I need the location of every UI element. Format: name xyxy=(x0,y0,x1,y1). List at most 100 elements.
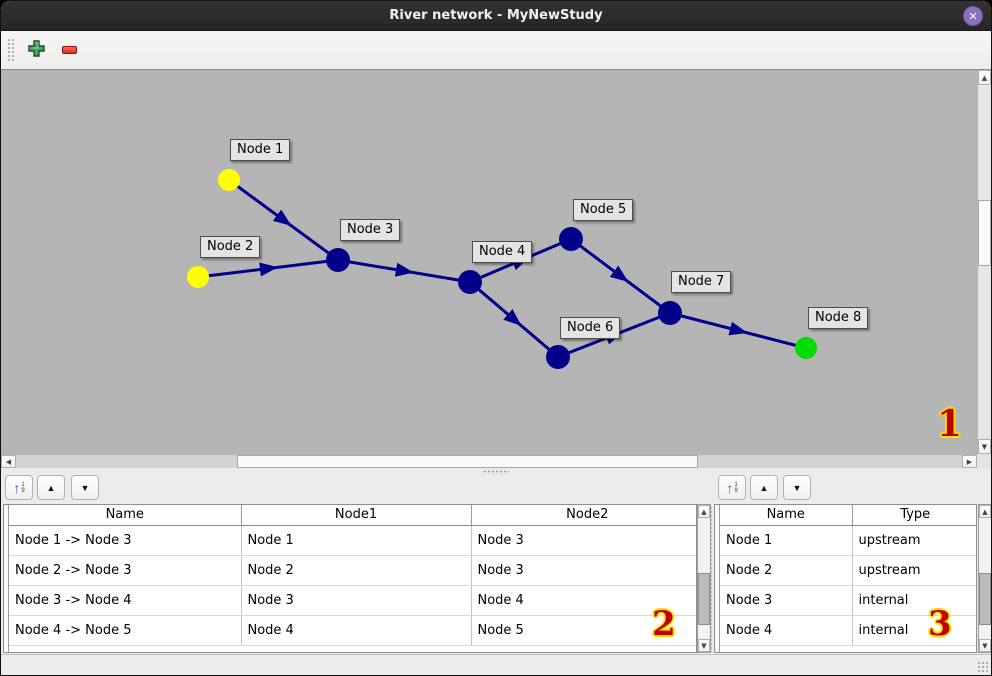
sort-icon: ↑ 1 9 xyxy=(13,479,25,496)
table-cell[interactable]: Node 3 xyxy=(471,555,696,586)
node-node1[interactable] xyxy=(218,169,240,191)
sort-icon: ↑ 1 9 xyxy=(726,479,738,496)
table-cell[interactable]: upstream xyxy=(852,555,976,586)
table-cell[interactable]: Node 1 xyxy=(720,525,853,556)
links-sort-button[interactable]: ↑ 1 9 xyxy=(5,475,33,500)
scroll-up-icon[interactable]: ▲ xyxy=(978,70,991,85)
table-cell[interactable]: Node 5 xyxy=(471,615,696,646)
column-header-node2[interactable]: Node2 xyxy=(471,505,696,526)
scroll-down-icon[interactable]: ▼ xyxy=(979,639,991,652)
scroll-up-icon[interactable]: ▲ xyxy=(979,505,991,518)
node-node4[interactable] xyxy=(458,270,482,294)
scroll-right-icon[interactable]: ▶ xyxy=(962,455,977,468)
table-cell[interactable]: Node 1 xyxy=(241,525,472,556)
table-cell[interactable]: Node 4 xyxy=(471,585,696,616)
node-label-node2[interactable]: Node 2 xyxy=(200,236,261,258)
node-node3[interactable] xyxy=(326,248,350,272)
column-header-type[interactable]: Type xyxy=(852,505,976,526)
annotation-3: 3 xyxy=(928,604,952,644)
tables-splitter[interactable] xyxy=(709,506,714,652)
table-cell[interactable]: Node 4 -> Node 5 xyxy=(9,615,242,646)
node-node5[interactable] xyxy=(559,227,583,251)
table-cell[interactable]: Node 3 -> Node 4 xyxy=(9,585,242,616)
node-label-node7[interactable]: Node 7 xyxy=(671,271,732,293)
node-node6[interactable] xyxy=(546,345,570,369)
minus-icon xyxy=(61,46,77,54)
row-header-strip xyxy=(4,505,9,652)
table-cell[interactable]: Node 4 xyxy=(720,615,853,646)
node-node2[interactable] xyxy=(187,266,209,288)
node-label-node8[interactable]: Node 8 xyxy=(808,307,869,329)
table-cell[interactable]: internal xyxy=(852,615,976,646)
table-cell[interactable]: Node 3 xyxy=(241,585,472,616)
canvas-vertical-scrollbar[interactable]: ▲ ▼ xyxy=(977,70,991,454)
status-bar xyxy=(1,654,991,675)
column-header-name[interactable]: Name xyxy=(9,505,242,526)
splitter-handle-icon xyxy=(483,470,509,474)
toolbar xyxy=(1,31,991,70)
table-cell[interactable]: internal xyxy=(852,585,976,616)
annotation-2: 2 xyxy=(652,604,676,644)
add-button[interactable] xyxy=(23,37,49,63)
table-cell[interactable]: Node 2 xyxy=(241,555,472,586)
annotation-1: 1 xyxy=(937,403,963,445)
scroll-up-icon[interactable]: ▲ xyxy=(698,505,710,518)
nodes-move-up-button[interactable]: ▲ xyxy=(750,475,778,500)
table-cell[interactable]: Node 3 xyxy=(720,585,853,616)
nodes-scroll-thumb[interactable] xyxy=(979,573,991,625)
edge-arrow-icon xyxy=(259,262,278,277)
node-label-node5[interactable]: Node 5 xyxy=(573,199,634,221)
edge-arrow-icon xyxy=(609,265,629,282)
scroll-down-icon[interactable]: ▼ xyxy=(978,439,991,454)
edge-arrow-icon xyxy=(394,262,414,277)
links-table-scrollbar[interactable]: ▲ ▼ xyxy=(697,504,711,653)
links-move-down-button[interactable]: ▼ xyxy=(71,475,99,500)
node-label-node3[interactable]: Node 3 xyxy=(340,219,401,241)
links-move-up-button[interactable]: ▲ xyxy=(37,475,65,500)
remove-button[interactable] xyxy=(56,37,82,63)
nodes-move-down-button[interactable]: ▼ xyxy=(783,475,811,500)
node-label-node1[interactable]: Node 1 xyxy=(230,139,291,161)
table-cell[interactable]: Node 4 xyxy=(241,615,472,646)
canvas-hscroll-thumb[interactable] xyxy=(237,455,698,468)
up-triangle-icon: ▲ xyxy=(759,482,769,493)
table-cell[interactable]: Node 3 xyxy=(471,525,696,556)
node-label-node4[interactable]: Node 4 xyxy=(472,241,533,263)
table-cell[interactable]: upstream xyxy=(852,525,976,556)
close-button[interactable]: ✕ xyxy=(963,6,983,26)
node-label-node6[interactable]: Node 6 xyxy=(560,317,621,339)
network-canvas[interactable]: Node 1 Node 2 Node 3 Node 4 Node 5 Node 6 Node… xyxy=(1,70,991,468)
nodes-sort-button[interactable]: ↑ 1 9 xyxy=(718,475,746,500)
resize-grip[interactable] xyxy=(977,661,989,673)
titlebar[interactable]: River network - MyNewStudy ✕ xyxy=(1,1,991,31)
canvas-vscroll-thumb[interactable] xyxy=(978,200,991,266)
pane-splitter[interactable] xyxy=(1,468,991,475)
row-header-strip xyxy=(715,505,720,652)
table-cell[interactable]: Node 2 xyxy=(720,555,853,586)
nodes-table-scrollbar[interactable]: ▲ ▼ xyxy=(978,504,991,653)
column-header-node1[interactable]: Node1 xyxy=(241,505,472,526)
close-icon: ✕ xyxy=(968,9,978,23)
column-header-name[interactable]: Name xyxy=(720,505,853,526)
scroll-left-icon[interactable]: ◀ xyxy=(1,455,16,468)
canvas-horizontal-scrollbar[interactable]: ◀ ▶ xyxy=(1,454,977,468)
toolbar-drag-handle[interactable] xyxy=(7,38,15,62)
down-triangle-icon: ▼ xyxy=(792,482,802,493)
table-cell[interactable]: Node 2 -> Node 3 xyxy=(9,555,242,586)
node-node7[interactable] xyxy=(658,301,682,325)
node-node8[interactable] xyxy=(795,337,817,359)
window-title: River network - MyNewStudy xyxy=(389,8,603,23)
table-cell[interactable]: Node 1 -> Node 3 xyxy=(9,525,242,556)
